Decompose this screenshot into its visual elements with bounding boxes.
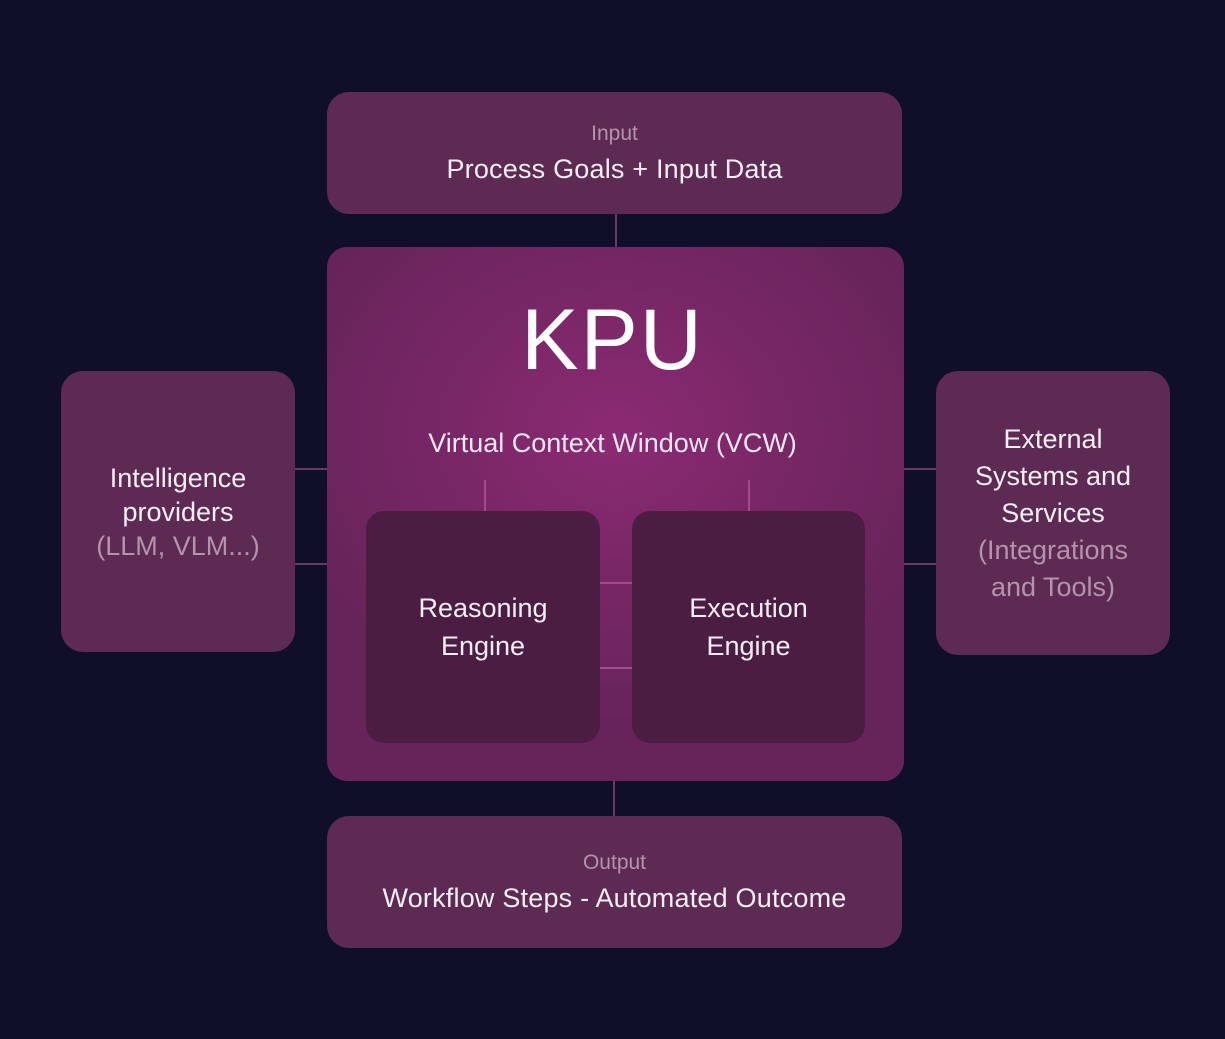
external-systems-box: External Systems and Services (Integrati… (936, 371, 1170, 655)
external-sub1: (Integrations (977, 534, 1129, 565)
execution-engine-box: Execution Engine (632, 511, 865, 743)
reasoning-line1: Reasoning (418, 593, 548, 623)
connector-vcw-reasoning (484, 480, 486, 511)
connector-kpu-output (613, 781, 615, 816)
connector-input-kpu (615, 214, 617, 247)
execution-line1: Execution (689, 593, 808, 623)
kpu-title: KPU (521, 292, 704, 388)
execution-line2: Engine (706, 631, 791, 661)
input-box: Input Process Goals + Input Data (327, 92, 902, 214)
reasoning-line2: Engine (440, 631, 526, 661)
intelligence-line1: Intelligence (109, 462, 247, 493)
external-line1: External (1003, 423, 1103, 454)
intelligence-providers-box: Intelligence providers (LLM, VLM...) (61, 371, 295, 652)
external-sub2: and Tools) (990, 571, 1116, 602)
output-box: Output Workflow Steps - Automated Outcom… (327, 816, 902, 948)
external-line3: Services (1001, 497, 1105, 528)
output-label: Output (582, 850, 647, 874)
vcw-label: Virtual Context Window (VCW) (428, 428, 797, 458)
connector-intel-kpu-bottom (295, 563, 327, 565)
reasoning-engine-box: Reasoning Engine (366, 511, 600, 743)
connector-kpu-external-top (904, 468, 936, 470)
connector-vcw-execution (748, 480, 750, 511)
input-label: Input (591, 121, 638, 145)
connector-intel-kpu-top (295, 468, 327, 470)
output-text: Workflow Steps - Automated Outcome (382, 882, 847, 913)
connector-engines-bottom (600, 667, 632, 669)
connector-engines-top (600, 582, 632, 584)
connector-kpu-external-bottom (904, 563, 936, 565)
intelligence-line2: providers (122, 496, 234, 527)
input-text: Process Goals + Input Data (446, 153, 783, 184)
intelligence-sub: (LLM, VLM...) (96, 530, 260, 561)
external-line2: Systems and (974, 460, 1132, 491)
